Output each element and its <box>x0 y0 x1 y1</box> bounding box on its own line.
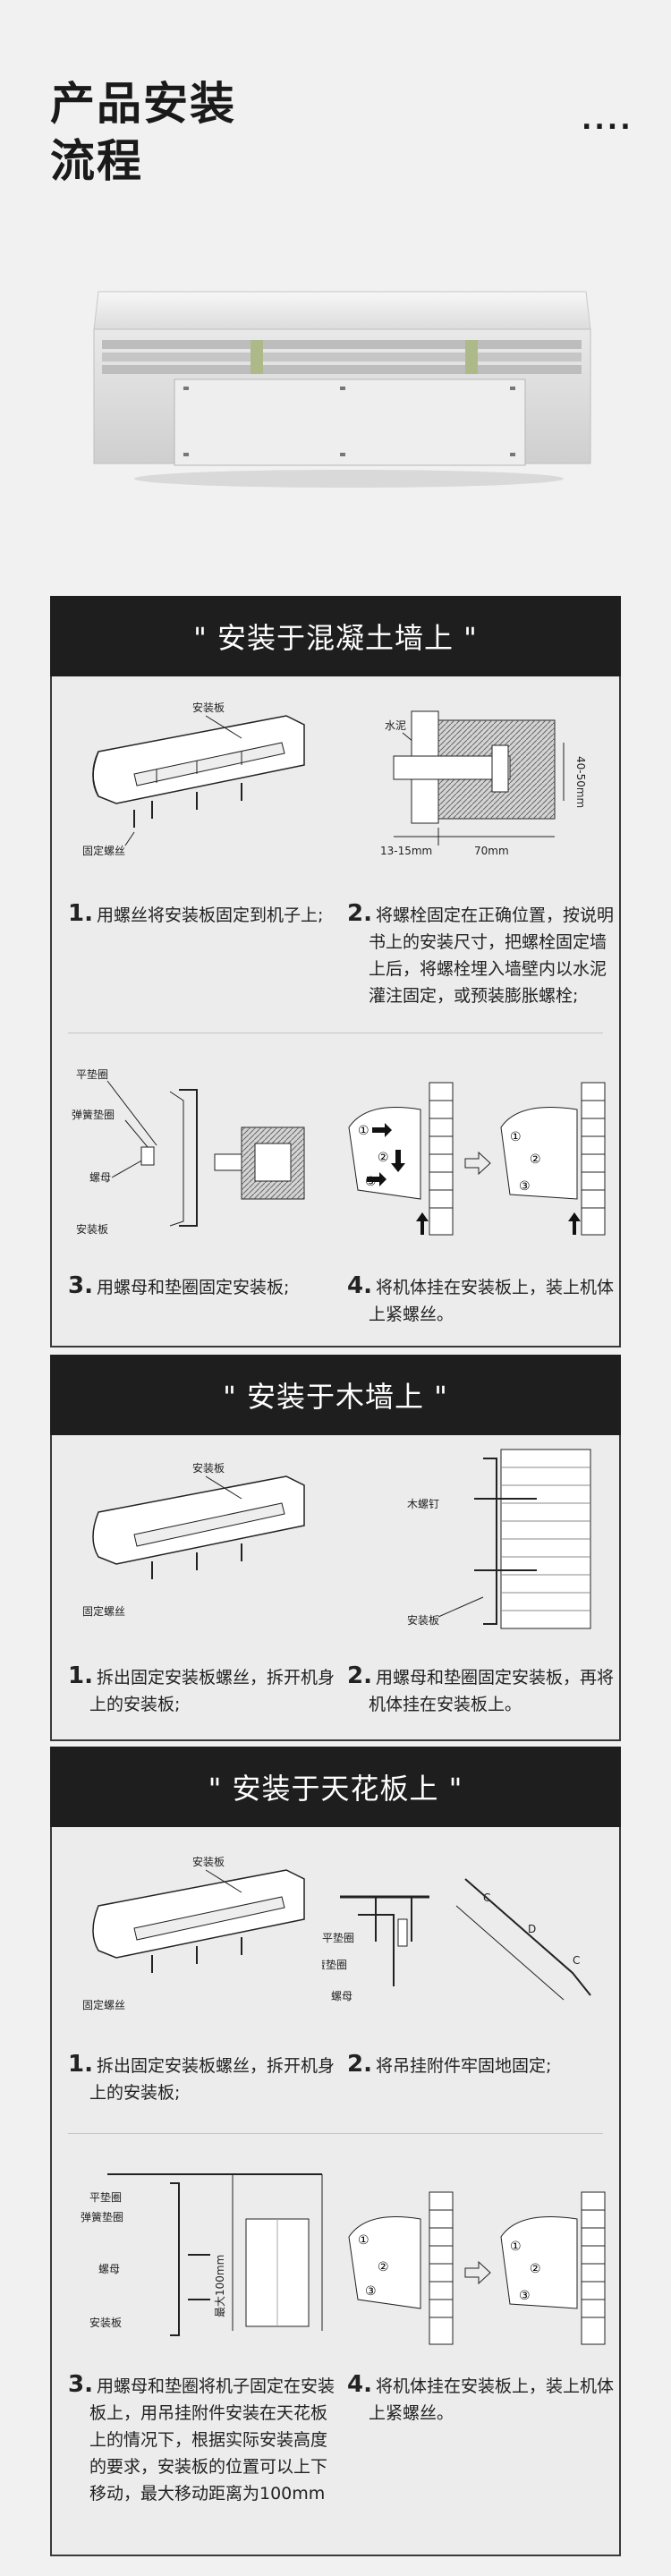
air-curtain-unit-image <box>93 291 591 488</box>
section-title-concrete: " 安装于混凝土墙上 " <box>50 596 621 676</box>
ceiling-panel <box>50 1747 621 2556</box>
section-title-wood: " 安装于木墙上 " <box>50 1355 621 1435</box>
page-title: 产品安装 流程 <box>50 75 236 190</box>
ceiling-plate-diagram: 平垫圈 弹簧垫圈 螺母 安装板 最大100mm <box>81 2173 323 2336</box>
circle-2c: ② <box>378 2260 389 2274</box>
label-c-1: C <box>483 1892 490 1904</box>
wood-step-caption-1: 1.拆出固定安装板螺丝，拆开机身 上的安装板; <box>68 1662 335 1714</box>
label-flat-washer: 平垫圈 <box>76 1067 108 1081</box>
circle-2d: ② <box>530 2262 541 2276</box>
circle-1b: ① <box>510 1130 522 1144</box>
label-mount-plate-2: 安装板 <box>192 1461 225 1475</box>
label-flat-washer-3: 平垫圈 <box>89 2190 122 2204</box>
mount-plate-diagram-3: 安装板 固定螺丝 <box>82 1855 305 2011</box>
label-nut-3: 螺母 <box>98 2263 120 2275</box>
label-mount-plate: 安装板 <box>192 701 225 714</box>
step-caption-2: 2.将螺栓固定在正确位置，按说明 书上的安装尺寸，把螺栓固定墙 上后，将螺栓埋入… <box>347 900 614 1006</box>
step-caption-4: 4.将机体挂在安装板上，装上机体 上紧螺丝。 <box>347 1272 614 1324</box>
label-plate-3: 安装板 <box>89 2316 122 2329</box>
label-plate-wood: 安装板 <box>407 1613 439 1627</box>
wood-step-caption-2: 2.用螺母和垫圈固定安装板，再将 机体挂在安装板上。 <box>347 1662 614 1714</box>
circle-1d: ① <box>510 2240 522 2254</box>
divider-2 <box>68 2133 603 2134</box>
hang-unit-diagram-1: ① ② ③ ① ② ③ <box>348 1082 606 1236</box>
circle-3b: ③ <box>519 1179 531 1194</box>
title-line-2: 流程 <box>50 135 143 187</box>
label-dim-b: 70mm <box>474 845 509 857</box>
section-title-ceiling: " 安装于天花板上 " <box>50 1747 621 1827</box>
label-spring-washer-3: 弹簧垫圈 <box>81 2210 123 2223</box>
concrete-bolt-diagram: 水泥 40-50mm 13-15mm 70mm <box>380 710 587 857</box>
ceiling-hanger-diagram: 平垫圈 弹簧垫圈 螺母 C D C <box>322 1878 591 2002</box>
label-d: D <box>528 1923 536 1935</box>
label-nut: 螺母 <box>89 1171 111 1184</box>
label-spring-washer: 弹簧垫圈 <box>72 1108 115 1121</box>
label-fix-screw-3: 固定螺丝 <box>82 1998 125 2011</box>
label-mount-plate-3: 安装板 <box>192 1855 225 1868</box>
step-caption-1: 1.用螺丝将安装板固定到机子上; <box>68 900 324 927</box>
circle-2: ② <box>378 1151 389 1165</box>
circle-1: ① <box>358 1124 369 1138</box>
circle-2b: ② <box>530 1152 541 1167</box>
circle-3c: ③ <box>365 2284 377 2299</box>
ceiling-step-caption-2: 2.将吊挂附件牢固地固定; <box>347 2051 552 2078</box>
label-spring-washer-2: 弹簧垫圈 <box>322 1958 347 1971</box>
label-fix-screw-2: 固定螺丝 <box>82 1604 125 1618</box>
label-nut-2: 螺母 <box>331 1990 352 2002</box>
label-dim-a: 13-15mm <box>380 845 432 857</box>
washer-nut-diagram: 平垫圈 弹簧垫圈 螺母 安装板 <box>72 1067 305 1236</box>
hero: 产品安装 流程 .... <box>0 0 671 591</box>
circle-1c: ① <box>358 2233 369 2248</box>
label-depth: 40-50mm <box>574 756 587 808</box>
ceiling-step-caption-1: 1.拆出固定安装板螺丝，拆开机身 上的安装板; <box>68 2051 335 2103</box>
label-plate: 安装板 <box>76 1222 108 1236</box>
label-wood-screw: 木螺钉 <box>407 1498 439 1510</box>
title-line-1: 产品安装 <box>50 78 236 130</box>
mount-plate-diagram-1: 安装板 固定螺丝 <box>82 701 305 857</box>
label-fix-screw: 固定螺丝 <box>82 844 125 857</box>
ceiling-step-caption-3: 3.用螺母和垫圈将机子固定在安装 板上，用吊挂附件安装在天花板 上的情况下，根据… <box>68 2371 335 2504</box>
label-c-2: C <box>573 1954 580 1967</box>
hang-unit-diagram-2: ① ② ③ ① ② ③ <box>348 2191 606 2345</box>
label-max-move: 最大100mm <box>214 2255 226 2317</box>
label-cement: 水泥 <box>385 719 406 732</box>
circle-3d: ③ <box>519 2289 531 2303</box>
step-caption-3: 3.用螺母和垫圈固定安装板; <box>68 1272 290 1299</box>
label-flat-washer-2: 平垫圈 <box>322 1931 354 1944</box>
wood-screw-diagram: 木螺钉 安装板 <box>407 1449 591 1629</box>
ceiling-step-caption-4: 4.将机体挂在安装板上，装上机体 上紧螺丝。 <box>347 2371 614 2423</box>
mount-plate-diagram-2: 安装板 固定螺丝 <box>82 1461 305 1618</box>
menu-dots-icon[interactable]: .... <box>582 105 633 136</box>
